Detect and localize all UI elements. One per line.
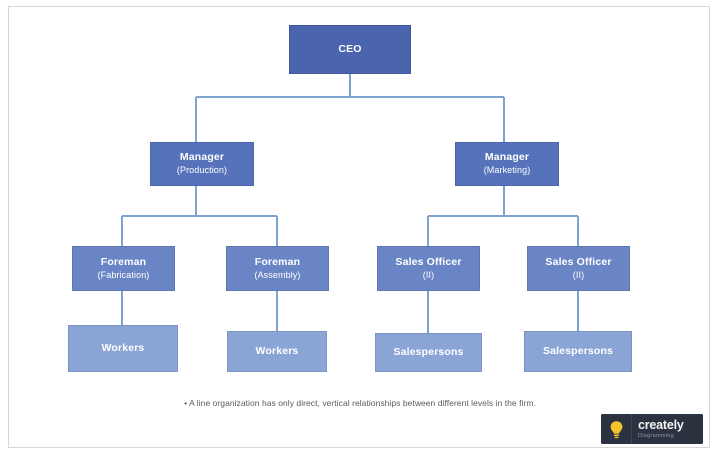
node-manager-production-title: Manager <box>179 151 225 164</box>
node-foreman-fabrication-title: Foreman <box>100 255 147 268</box>
node-sales-officer-2[interactable]: Sales Officer (II) <box>527 246 630 291</box>
node-workers-2[interactable]: Workers <box>227 331 327 372</box>
diagram-caption: •A line organization has only direct, ve… <box>0 398 720 408</box>
node-foreman-fabrication-subtitle: (Fabrication) <box>97 269 150 280</box>
node-workers-1-title: Workers <box>101 341 145 354</box>
node-manager-marketing[interactable]: Manager (Marketing) <box>455 142 559 186</box>
node-foreman-assembly-subtitle: (Assembly) <box>254 269 301 280</box>
node-manager-marketing-title: Manager <box>484 151 530 164</box>
node-ceo-title: CEO <box>338 42 362 55</box>
node-manager-production-subtitle: (Production) <box>176 165 228 176</box>
node-sales-officer-2-subtitle: (II) <box>572 269 585 280</box>
caption-text: A line organization has only direct, ver… <box>189 398 536 408</box>
creately-brand-main: create <box>638 418 674 432</box>
image-frame <box>8 6 710 448</box>
lightbulb-icon <box>610 420 622 438</box>
node-salespersons-1-title: Salespersons <box>393 345 464 358</box>
node-manager-marketing-subtitle: (Marketing) <box>483 165 531 176</box>
node-workers-1[interactable]: Workers <box>68 325 178 372</box>
lightbulb-icon-cell <box>601 414 632 444</box>
node-ceo[interactable]: CEO <box>289 25 411 74</box>
creately-brand-accent: ly <box>673 418 684 432</box>
node-foreman-fabrication[interactable]: Foreman (Fabrication) <box>72 246 175 291</box>
node-foreman-assembly-title: Foreman <box>254 255 301 268</box>
creately-wordmark: creately Diagramming <box>632 414 703 444</box>
node-salespersons-2[interactable]: Salespersons <box>524 331 632 372</box>
caption-bullet: • <box>184 398 188 408</box>
node-manager-production[interactable]: Manager (Production) <box>150 142 254 186</box>
node-foreman-assembly[interactable]: Foreman (Assembly) <box>226 246 329 291</box>
node-sales-officer-1-subtitle: (II) <box>422 269 435 280</box>
node-salespersons-1[interactable]: Salespersons <box>375 333 482 372</box>
creately-brand-text: creately <box>638 419 684 432</box>
node-sales-officer-2-title: Sales Officer <box>545 255 612 268</box>
node-sales-officer-1-title: Sales Officer <box>395 255 462 268</box>
node-salespersons-2-title: Salespersons <box>542 344 614 357</box>
creately-tagline: Diagramming <box>638 432 675 439</box>
creately-watermark[interactable]: creately Diagramming <box>601 414 703 444</box>
node-sales-officer-1[interactable]: Sales Officer (II) <box>377 246 480 291</box>
node-workers-2-title: Workers <box>255 344 299 357</box>
